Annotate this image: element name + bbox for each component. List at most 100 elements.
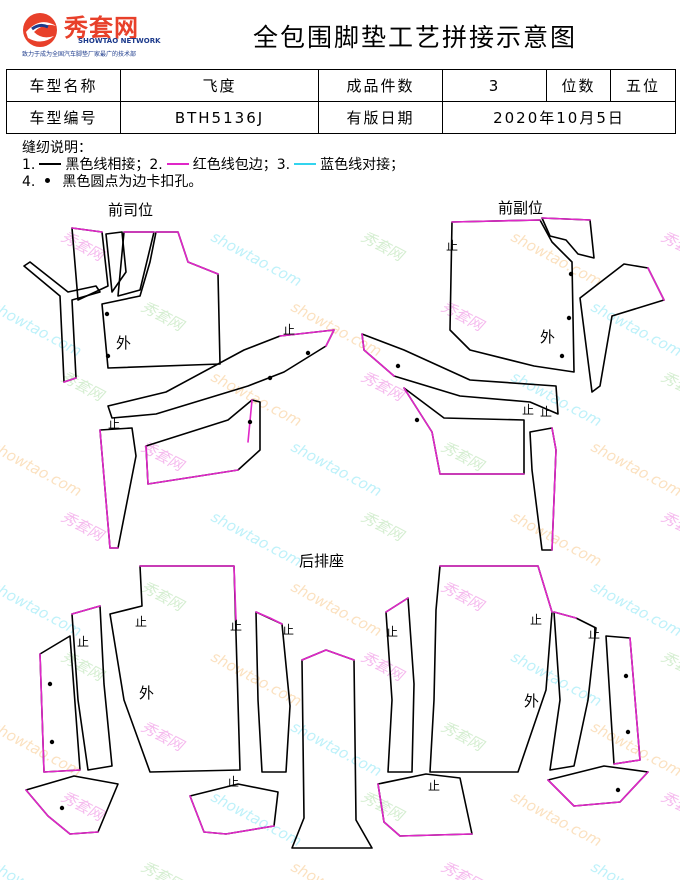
snap-hole-dot-icon [47, 681, 53, 687]
driver-section-label: 前司位 [108, 201, 153, 219]
rear-left-strip-edge [71, 605, 101, 615]
stitch-stop-mark: 止 [446, 239, 458, 253]
passenger-main-floor-edge [451, 219, 541, 223]
snap-hole-dot-icon [615, 787, 621, 793]
driver-center-strip [105, 231, 127, 293]
passenger-section-label: 前副位 [498, 199, 543, 217]
stitch-stop-mark: 止 [530, 613, 542, 627]
passenger-heel-pad [403, 387, 525, 475]
logo-tagline: 致力于成为全国汽车脚垫厂家最广的技术部 [22, 51, 137, 58]
rear-center-left-strip-edge [255, 611, 283, 625]
passenger-heel-pad-edge [403, 387, 525, 475]
rear-left-outer-panel [39, 635, 81, 773]
rear-left-center-pad [189, 783, 279, 835]
sewing-notes: 缝纫说明： 1. 黑色线相接；2. 红色线包边；3. 蓝色线对接； 4. 黑色圆点为边卡… [22, 140, 662, 191]
rear-section-label: 后排座 [299, 552, 344, 570]
driver-y-strip-edge [63, 377, 77, 383]
passenger-vertical-strip-edge [551, 427, 557, 551]
stitch-stop-mark: 止 [588, 627, 600, 641]
notes-line-2: 4. 黑色圆点为边卡扣孔。 [22, 174, 662, 191]
note-2-number: 2. [149, 157, 163, 173]
passenger-mat-group [361, 217, 665, 551]
note-1-number: 1. [22, 157, 36, 173]
piece-count-label: 成品件数 [318, 69, 443, 102]
note-2-text: 红色线包边； [192, 157, 277, 173]
note-3-number: 3. [276, 157, 291, 173]
stitch-stop-mark: 止 [108, 417, 120, 431]
rear-tunnel-piece [291, 649, 373, 849]
snap-hole-dot-icon [623, 673, 629, 679]
outer-side-mark: 外 [540, 328, 555, 346]
blue-line-swatch [294, 162, 317, 165]
table-row: 车型名称 飞度 成品件数 3 位数 五位 [6, 69, 676, 102]
model-name-label: 车型名称 [6, 69, 121, 102]
rear-left-center-pad-edge [189, 795, 275, 835]
snap-hole-dot-icon [267, 375, 273, 381]
rear-right-strip-edge [553, 611, 577, 619]
snap-hole-dot-icon [395, 363, 401, 369]
snap-hole-dot-icon [414, 417, 420, 423]
date-value: 2020年10月5日 [442, 101, 676, 134]
snap-hole-dot-icon [59, 805, 65, 811]
passenger-main-floor [449, 219, 575, 373]
passenger-top-strip-edge [541, 217, 591, 221]
passenger-side-panel [579, 263, 665, 393]
model-code-value: BTH5136J [120, 101, 319, 134]
driver-left-strip-edge [71, 227, 103, 233]
rear-right-outer-panel-edge [613, 637, 641, 765]
date-label: 有版日期 [318, 101, 443, 134]
snap-hole-dot-icon [49, 739, 55, 745]
outer-side-mark: 外 [139, 684, 154, 702]
note-3-text: 蓝色线对接； [320, 157, 405, 173]
note-1-text: 黑色线相接； [65, 157, 150, 173]
seats-value: 五位 [610, 69, 676, 102]
rear-right-step-pad [547, 765, 649, 807]
notes-line-1: 1. 黑色线相接；2. 红色线包边；3. 蓝色线对接； [22, 157, 662, 174]
stitch-stop-mark: 止 [230, 619, 242, 633]
stitch-stop-mark: 止 [282, 623, 294, 637]
rear-right-center-strip-edge [385, 597, 409, 613]
page-header: 秀套网 SHOWTAO NETWORK 致力于成为全国汽车脚垫厂家最广的技术部 … [0, 0, 680, 70]
table-row: 车型编号 BTH5136J 有版日期 2020年10月5日 [6, 101, 676, 134]
rear-left-step-pad [25, 775, 119, 835]
vehicle-info-table: 车型名称 飞度 成品件数 3 位数 五位 车型编号 BTH5136J 有版日期 … [6, 69, 676, 134]
notes-title: 缝纫说明： [22, 140, 92, 156]
driver-y-strip [23, 261, 101, 383]
rear-mat-group [25, 565, 649, 849]
stitch-stop-mark: 止 [428, 779, 440, 793]
rear-left-main-floor [109, 565, 241, 773]
logo-english-name: SHOWTAO NETWORK [78, 37, 161, 45]
rear-left-main-floor-edge [139, 565, 237, 621]
note-4-text: 黑色圆点为边卡扣孔。 [62, 174, 203, 190]
rear-right-center-pad [377, 773, 473, 837]
rear-right-main-floor-edge [439, 565, 553, 613]
snap-hole-dot-icon [559, 353, 565, 359]
driver-mat-group [23, 227, 335, 549]
rear-right-main-floor [429, 565, 553, 773]
stitch-stop-mark: 止 [540, 405, 552, 419]
stitch-stop-mark: 止 [283, 323, 295, 337]
model-name-value: 飞度 [120, 69, 319, 102]
snap-hole-dot-icon [305, 350, 311, 356]
rear-right-center-pad-edge [377, 783, 473, 837]
snap-hole-dot-icon [104, 311, 110, 317]
stitch-stop-mark: 止 [386, 625, 398, 639]
rear-tunnel-piece-edge [301, 649, 355, 661]
passenger-side-panel-edge [647, 267, 665, 301]
logo-swirl-icon [23, 13, 57, 47]
rear-right-strip [549, 611, 597, 771]
seats-label: 位数 [546, 69, 611, 102]
outer-side-mark: 外 [116, 334, 131, 352]
rear-right-step-pad-edge [547, 771, 649, 807]
snap-hole-dot-icon [566, 315, 572, 321]
snap-hole-dots [47, 271, 631, 811]
snap-hole-dot-icon [568, 271, 574, 277]
driver-vertical-strip-edge [99, 429, 119, 549]
rear-left-outer-panel-edge [39, 653, 81, 773]
snap-hole-dot-icon [625, 729, 631, 735]
driver-footrest-strip [107, 329, 335, 419]
stitch-stop-mark: 止 [77, 635, 89, 649]
note-4-number: 4. [22, 174, 36, 190]
stitch-stop-mark: 止 [227, 775, 239, 789]
